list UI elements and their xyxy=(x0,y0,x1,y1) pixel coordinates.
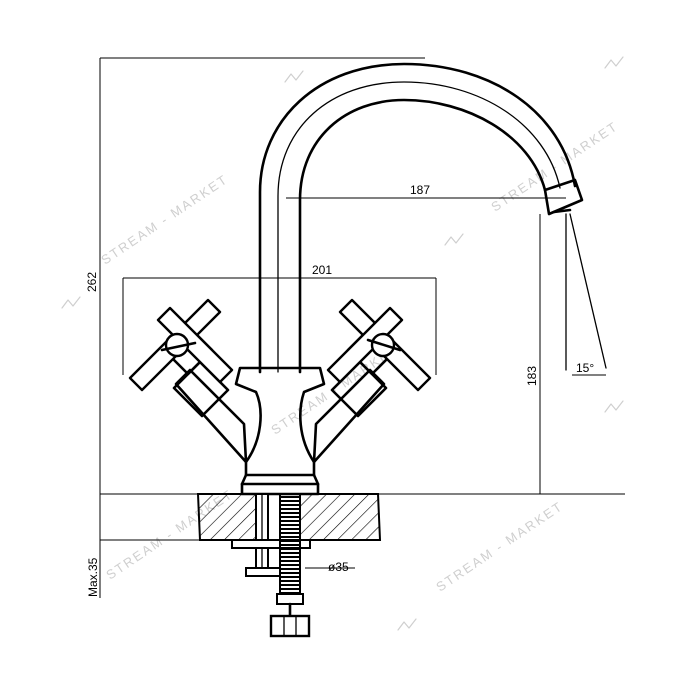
dimension-lines xyxy=(99,57,625,598)
mounting-surface xyxy=(196,493,382,541)
dimension-spout-reach: 187 xyxy=(410,183,430,197)
watermark-logo-icon xyxy=(61,296,81,309)
watermark-text: STREAM - MARKET xyxy=(98,171,231,267)
dimension-total-height: 262 xyxy=(85,272,99,292)
watermark-logo-icon xyxy=(284,70,304,83)
dimension-handle-span: 201 xyxy=(312,263,332,277)
mounting-hardware xyxy=(231,493,355,638)
spout-angle-indicator xyxy=(565,213,607,371)
watermark-text: STREAM - MARKET xyxy=(433,498,566,594)
spout xyxy=(258,62,584,374)
right-cross-handle-icon xyxy=(326,298,432,392)
watermark-logo-icon xyxy=(604,400,624,413)
watermark-logo-icon xyxy=(604,56,624,69)
watermark-logo-icon xyxy=(444,233,464,246)
dimension-spout-angle: 15° xyxy=(576,361,594,375)
dimension-labels: 187 201 262 183 15° Max.35 ø35 xyxy=(85,183,594,597)
watermark-logo-icon xyxy=(397,618,417,631)
dimension-spout-height: 183 xyxy=(525,366,539,386)
faucet-body xyxy=(234,366,326,496)
dimension-hole-diameter: ø35 xyxy=(328,560,349,574)
countertop-left-section xyxy=(196,493,263,541)
countertop-right-section xyxy=(299,493,382,541)
left-cross-handle-icon xyxy=(128,298,234,392)
dimension-max-thickness: Max.35 xyxy=(86,557,100,597)
